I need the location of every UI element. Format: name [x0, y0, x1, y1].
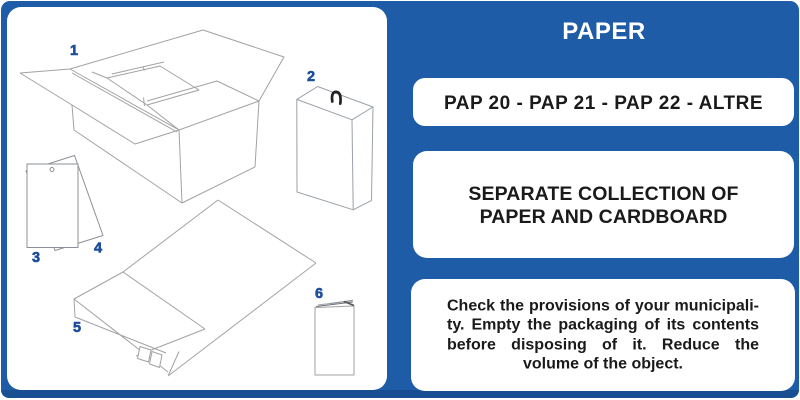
- svg-text:2: 2: [307, 69, 315, 85]
- svg-text:6: 6: [315, 286, 323, 302]
- svg-text:3: 3: [32, 250, 40, 266]
- svg-text:5: 5: [73, 320, 81, 336]
- svg-text:1: 1: [70, 43, 78, 59]
- svg-text:4: 4: [94, 241, 102, 257]
